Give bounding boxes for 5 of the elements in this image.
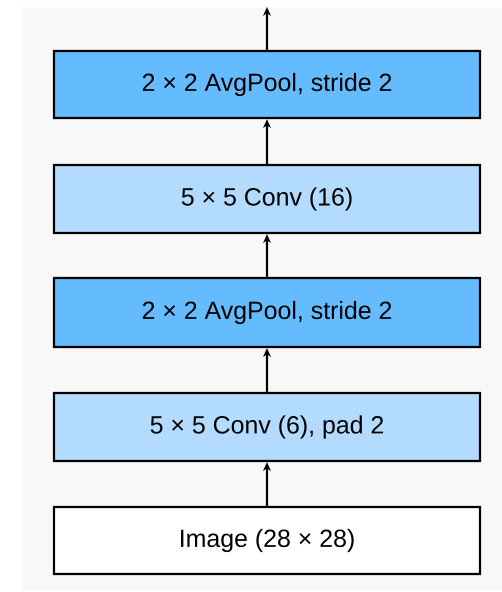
conv-layer-box: 5 × 5 Conv (6), pad 2	[52, 392, 482, 462]
input-box: Image (28 × 28)	[52, 506, 482, 576]
pooling-layer-box: 2 × 2 AvgPool, stride 2	[52, 50, 482, 120]
conv-layer-box: 5 × 5 Conv (16)	[52, 164, 482, 234]
pooling-layer-box: 2 × 2 AvgPool, stride 2	[52, 276, 482, 348]
